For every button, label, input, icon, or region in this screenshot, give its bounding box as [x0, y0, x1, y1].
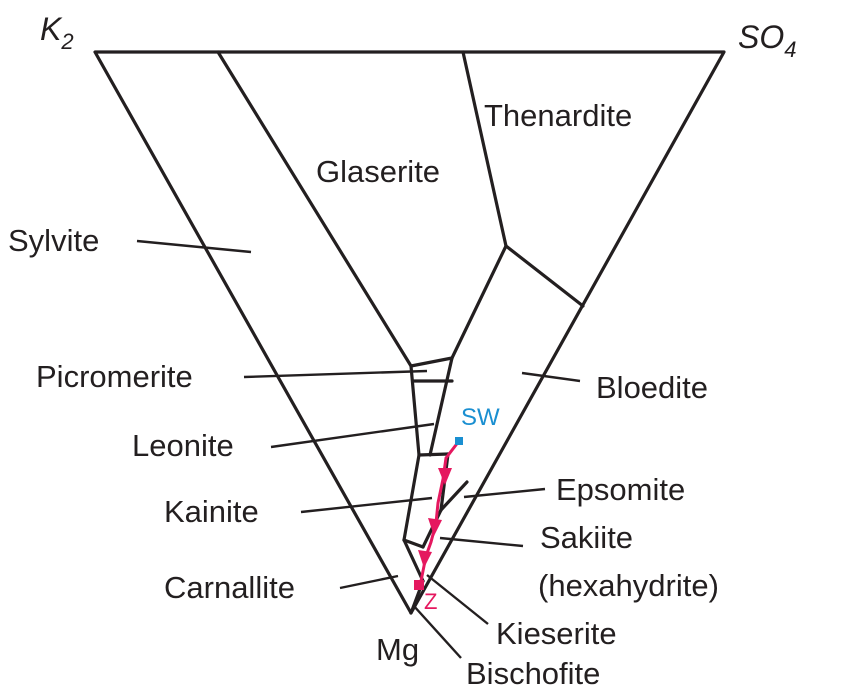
label-sw-point: SW	[461, 404, 500, 431]
boundary-glaserite-bloedite	[450, 244, 508, 360]
path-arrow-3	[418, 550, 432, 568]
label-picromerite: Picromerite	[36, 359, 193, 394]
label-bloedite: Bloedite	[596, 370, 708, 405]
leader-epsomite	[463, 487, 546, 499]
boundary-thenardite-bloedite	[504, 244, 585, 308]
label-thenardite: Thenardite	[484, 98, 632, 133]
leader-kieserite	[426, 574, 489, 625]
boundary-picromerite-bloedite	[428, 356, 454, 457]
boundary-leonite-bottom	[417, 452, 450, 457]
boundary-glaserite-thenardite	[461, 50, 508, 248]
leader-sakiite	[439, 536, 524, 548]
label-glaserite: Glaserite	[316, 154, 440, 189]
triangle-outline	[93, 50, 726, 615]
leader-lines	[136, 239, 581, 659]
path-arrow-1	[438, 468, 452, 485]
leader-leonite	[270, 422, 435, 449]
boundary-leonite-left	[409, 364, 421, 457]
leader-sylvite	[136, 239, 252, 254]
phase-boundaries	[216, 50, 585, 615]
label-hexahydrite: (hexahydrite)	[538, 568, 719, 603]
boundary-picromerite-top	[409, 356, 454, 368]
corner-label-so4: SO4	[738, 19, 796, 62]
label-leonite: Leonite	[132, 428, 234, 463]
label-sylvite: Sylvite	[8, 223, 99, 258]
leader-bischofite	[412, 604, 462, 659]
label-kieserite: Kieserite	[496, 616, 617, 651]
boundary-kainite-left	[402, 453, 421, 542]
leader-bloedite	[521, 371, 581, 383]
boundary-kainite-bottom	[402, 538, 425, 549]
label-epsomite: Epsomite	[556, 472, 685, 507]
leader-carnallite	[339, 574, 399, 590]
leader-picromerite	[243, 369, 428, 379]
label-bischofite: Bischofite	[466, 656, 600, 691]
boundary-sylvite-glaserite	[216, 50, 413, 368]
label-kainite: Kainite	[164, 494, 259, 529]
path-arrow-2	[428, 518, 442, 536]
corner-label-k2: K2	[40, 11, 74, 54]
seawater-point-marker	[455, 437, 463, 445]
boundary-carnallite	[402, 538, 425, 583]
corner-label-mg: Mg	[376, 632, 419, 667]
label-z-point: Z	[424, 589, 437, 614]
evaporation-path	[414, 437, 463, 590]
boundary-epsomite-sakiite	[439, 480, 469, 512]
end-point-marker	[414, 580, 424, 590]
label-sakiite: Sakiite	[540, 520, 633, 555]
label-carnallite: Carnallite	[164, 570, 295, 605]
leader-kainite	[300, 496, 433, 514]
